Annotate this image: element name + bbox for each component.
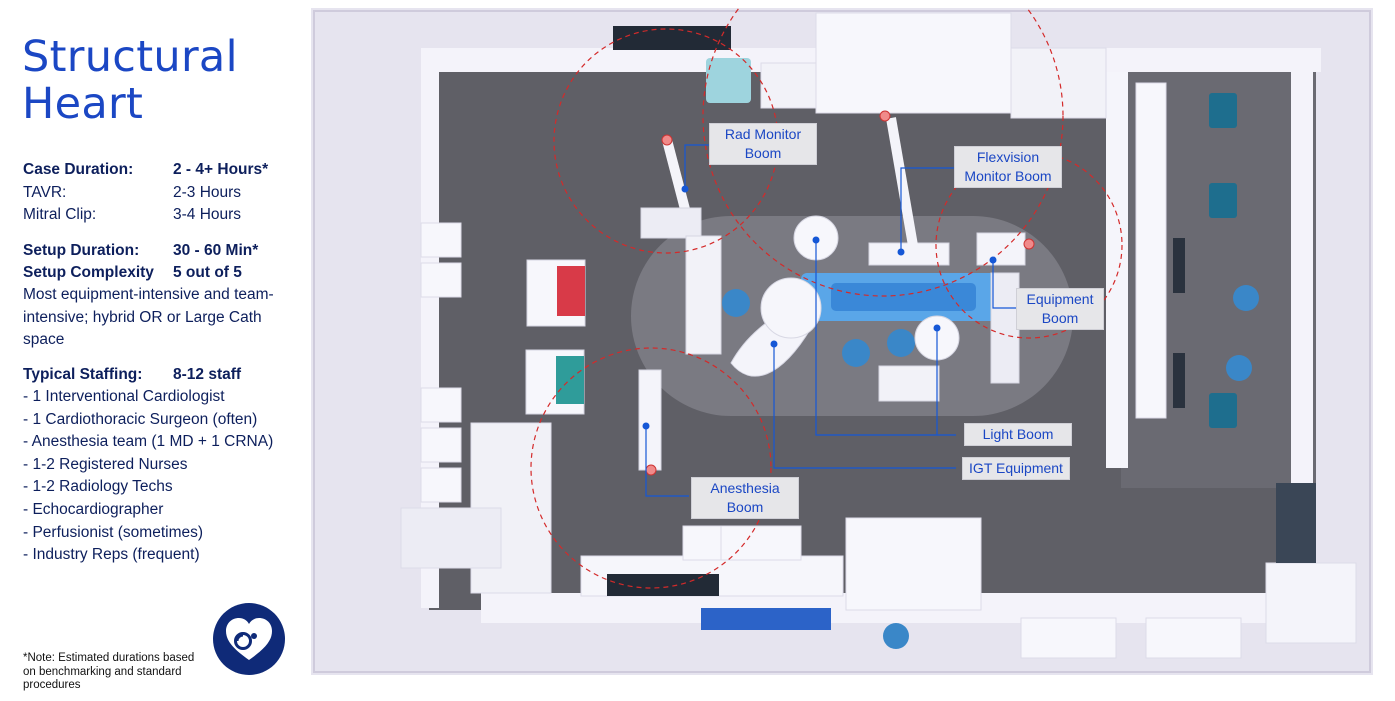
info-panel: Structural Heart Case Duration: 2 - 4+ H… xyxy=(0,0,300,701)
callout-igt-equipment: IGT Equipment xyxy=(962,457,1070,480)
setup-note: Most equipment-intensive and team-intens… xyxy=(23,286,274,348)
flexvision-boom-reach xyxy=(702,8,1064,297)
tavr-label: TAVR: xyxy=(23,184,67,201)
staffing-row: Typical Staffing: 8-12 staff xyxy=(23,364,241,386)
case-duration-row: Case Duration: 2 - 4+ Hours* xyxy=(23,159,268,181)
callout-line: Boom xyxy=(726,499,764,515)
anesthesia-boom-reach xyxy=(530,347,772,589)
mitral-label: Mitral Clip: xyxy=(23,206,97,223)
callout-light-boom: Light Boom xyxy=(964,423,1072,446)
staff-item: - Industry Reps (frequent) xyxy=(23,546,200,564)
mitral-value: 3-4 Hours xyxy=(173,206,242,223)
case-duration-value: 2 - 4+ Hours* xyxy=(173,161,269,178)
setup-duration-label: Setup Duration: xyxy=(23,242,140,259)
callout-rad-monitor-boom: Rad Monitor Boom xyxy=(709,123,817,165)
case-duration-label: Case Duration: xyxy=(23,161,134,178)
setup-complexity-value: 5 out of 5 xyxy=(173,264,242,281)
staff-item: - Anesthesia team (1 MD + 1 CRNA) xyxy=(23,433,274,451)
callout-equipment-boom: Equipment Boom xyxy=(1016,288,1104,330)
staffing-label: Typical Staffing: xyxy=(23,366,143,383)
callout-line: Monitor Boom xyxy=(964,168,1052,184)
or-floor-plan xyxy=(311,8,1373,675)
callout-line: Anesthesia xyxy=(710,480,780,496)
callout-flexvision-monitor-boom: Flexvision Monitor Boom xyxy=(954,146,1062,188)
wall-monitor xyxy=(613,26,731,50)
staff-item: - 1-2 Radiology Techs xyxy=(23,478,173,496)
page-title: Structural Heart xyxy=(22,34,238,128)
callout-anesthesia-boom: Anesthesia Boom xyxy=(691,477,799,519)
staff-item: - Perfusionist (sometimes) xyxy=(23,523,204,541)
callout-leaders xyxy=(645,144,1016,497)
callout-line: Boom xyxy=(744,145,782,161)
staff-item: - 1 Cardiothoracic Surgeon (often) xyxy=(23,410,258,428)
stretcher-red xyxy=(557,266,585,316)
callout-line: Flexvision xyxy=(976,149,1040,165)
staff-list: - 1 Interventional Cardiologist - 1 Card… xyxy=(23,386,293,567)
callout-line: IGT Equipment xyxy=(969,460,1063,476)
mitral-row: Mitral Clip: 3-4 Hours xyxy=(23,204,241,226)
heart-logo-icon xyxy=(213,603,285,675)
setup-duration-value: 30 - 60 Min* xyxy=(173,242,259,259)
callout-line: Rad Monitor xyxy=(724,126,802,142)
title-line-2: Heart xyxy=(22,79,144,129)
setup-complexity-label: Setup Complexity xyxy=(23,264,154,281)
staffing-value: 8-12 staff xyxy=(173,366,242,383)
setup-complexity-row: Setup Complexity 5 out of 5 xyxy=(23,262,242,284)
tavr-row: TAVR: 2-3 Hours xyxy=(23,182,241,204)
callout-line: Light Boom xyxy=(982,426,1054,442)
staff-item: - 1 Interventional Cardiologist xyxy=(23,388,225,405)
footnote: *Note: Estimated durations based on benc… xyxy=(23,652,195,691)
callout-line: Boom xyxy=(1041,310,1079,326)
callout-line: Equipment xyxy=(1026,291,1094,307)
equipment-boom-reach xyxy=(935,151,1123,339)
staff-item: - Echocardiographer xyxy=(23,500,164,518)
tavr-value: 2-3 Hours xyxy=(173,184,242,201)
setup-duration-row: Setup Duration: 30 - 60 Min* xyxy=(23,240,258,262)
staff-item: - 1-2 Registered Nurses xyxy=(23,455,188,473)
title-line-1: Structural xyxy=(22,32,238,82)
